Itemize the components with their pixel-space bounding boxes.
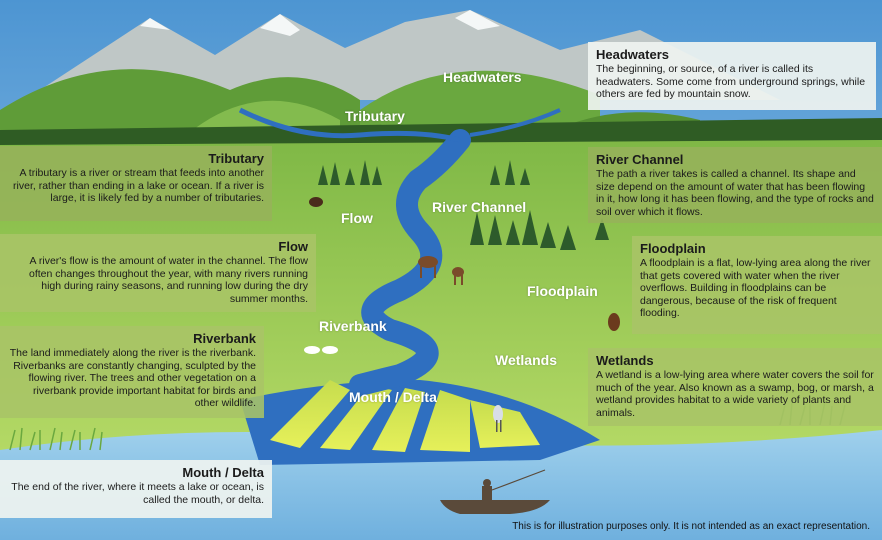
beaver: [608, 313, 620, 331]
info-box-wetlands: Wetlands A wetland is a low-lying area w…: [588, 348, 882, 426]
info-title: Mouth / Delta: [182, 465, 264, 480]
info-box-floodplain: Floodplain A floodplain is a flat, low-l…: [632, 236, 882, 334]
info-text: The end of the river, where it meets a l…: [11, 481, 264, 506]
heron: [493, 405, 503, 432]
info-text: A floodplain is a flat, low-lying area a…: [640, 257, 871, 320]
info-box-flow: Flow A river's flow is the amount of wat…: [0, 234, 316, 312]
info-box-tributary: Tributary A tributary is a river or stre…: [0, 146, 272, 221]
info-text: The path a river takes is called a chann…: [596, 168, 874, 218]
info-text: The land immediately along the river is …: [9, 347, 256, 410]
label-floodplain: Floodplain: [527, 283, 598, 299]
info-title: Tributary: [208, 151, 264, 166]
info-title: Headwaters: [596, 47, 669, 62]
info-text: A tributary is a river or stream that fe…: [13, 167, 264, 205]
info-box-headwaters: Headwaters The beginning, or source, of …: [588, 42, 876, 110]
headwater-stream: [469, 108, 561, 137]
river: [349, 129, 471, 396]
bear: [309, 197, 323, 207]
disclaimer: This is for illustration purposes only. …: [512, 521, 870, 532]
info-title: Riverbank: [193, 331, 256, 346]
info-box-riverbank: Riverbank The land immediately along the…: [0, 326, 264, 418]
swans: [304, 346, 338, 354]
label-river-channel: River Channel: [432, 199, 527, 215]
info-title: River Channel: [596, 152, 684, 167]
info-title: Floodplain: [640, 241, 706, 256]
fishing-boat: [440, 469, 550, 514]
label-mouth-delta: Mouth / Delta: [349, 389, 437, 405]
info-box-mouth-delta: Mouth / Delta The end of the river, wher…: [0, 460, 272, 518]
tributary-stream: [238, 107, 461, 143]
trees: [318, 160, 609, 250]
info-text: A river's flow is the amount of water in…: [29, 255, 308, 305]
label-riverbank: Riverbank: [319, 318, 387, 334]
label-tributary: Tributary: [345, 108, 405, 124]
label-headwaters: Headwaters: [443, 69, 522, 85]
info-title: Flow: [278, 239, 308, 254]
delta: [240, 380, 600, 465]
info-box-river-channel: River Channel The path a river takes is …: [588, 147, 882, 223]
label-wetlands: Wetlands: [495, 352, 557, 368]
info-text: A wetland is a low-lying area where wate…: [596, 369, 874, 419]
deer: [418, 256, 464, 285]
info-title: Wetlands: [596, 353, 654, 368]
info-text: The beginning, or source, of a river is …: [596, 63, 866, 101]
label-flow: Flow: [341, 210, 373, 226]
